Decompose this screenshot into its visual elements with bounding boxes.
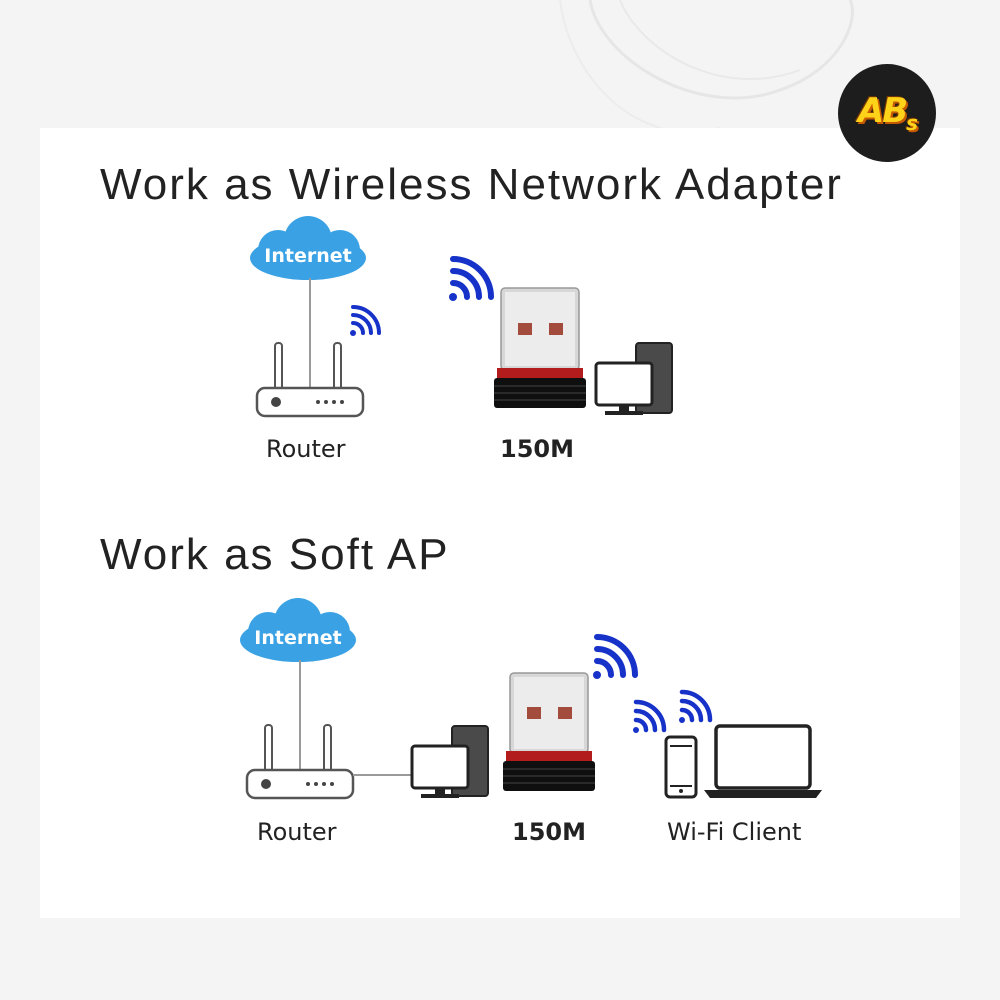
router-label: Router bbox=[266, 435, 346, 463]
wifi-signal-icon bbox=[449, 256, 494, 301]
cloud-icon bbox=[250, 216, 366, 280]
laptop-icon bbox=[704, 724, 822, 798]
cloud-label: Internet bbox=[264, 245, 352, 267]
adapter-label: 150M bbox=[512, 818, 586, 846]
wifi-client-label: Wi-Fi Client bbox=[667, 818, 802, 846]
cloud-label: Internet bbox=[254, 627, 342, 649]
section1-heading: Work as Wireless Network Adapter bbox=[100, 160, 843, 209]
usb-adapter-icon bbox=[494, 287, 586, 408]
logo-text: ABs bbox=[857, 91, 918, 135]
wifi-signal-icon bbox=[633, 699, 667, 733]
wifi-signal-icon bbox=[679, 689, 713, 723]
smartphone-icon bbox=[664, 735, 698, 799]
section2-heading: Work as Soft AP bbox=[100, 530, 450, 579]
wifi-signal-icon bbox=[593, 634, 638, 679]
usb-adapter-icon bbox=[503, 672, 595, 791]
wifi-signal-icon bbox=[350, 305, 381, 336]
brand-logo: ABs bbox=[838, 64, 936, 162]
router-icon bbox=[245, 724, 355, 800]
desktop-computer-icon bbox=[410, 725, 489, 798]
router-icon bbox=[255, 342, 365, 418]
adapter-label: 150M bbox=[500, 435, 574, 463]
router-label: Router bbox=[257, 818, 337, 846]
desktop-computer-icon bbox=[594, 342, 673, 415]
cloud-icon bbox=[240, 598, 356, 662]
